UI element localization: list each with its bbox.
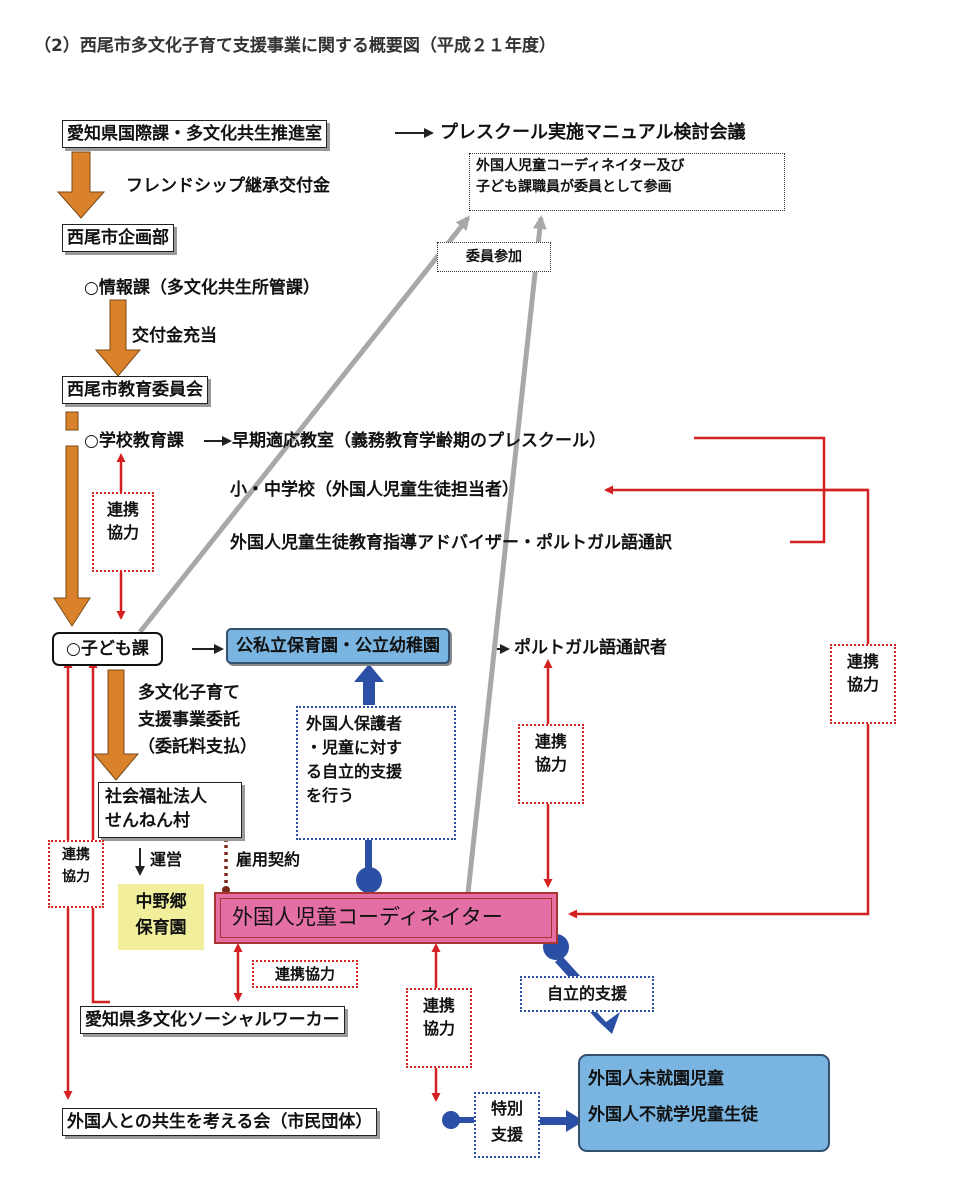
itaku-line-1: 多文化子育て	[138, 683, 240, 703]
kyoryoku-text: 協力	[534, 755, 567, 775]
node-hoikuen: 公私立保育園・公立幼稚園	[226, 628, 450, 665]
renkei-text: 連携	[422, 996, 455, 1015]
support-line-4: を行う	[306, 786, 355, 805]
node-gakko-kyoiku: ○学校教育課	[84, 431, 184, 451]
mishugaku-line-2: 外国人不就学児童生徒	[588, 1104, 758, 1125]
node-shochu: 小・中学校（外国人児童生徒担当者）	[230, 480, 519, 500]
kyoryoku-text: 協力	[106, 523, 139, 543]
renkei-text: 連携	[62, 847, 90, 863]
note-coordinator-members: 外国人児童コーディネイター及び 子ども課職員が委員として参画	[469, 153, 785, 211]
note-line-1: 外国人児童コーディネイター及び	[476, 158, 685, 174]
support-line-1: 外国人保護者	[306, 714, 403, 733]
node-friendship: フレンドシップ継承交付金	[126, 176, 330, 196]
shakai-line-1: 社会福祉法人	[105, 787, 207, 807]
tokubetsu-line-2: 支援	[490, 1124, 523, 1144]
node-nakanogo: 中野郷 保育園	[118, 884, 204, 950]
node-advisor: 外国人児童生徒教育指導アドバイザー・ポルトガル語通訳	[230, 533, 672, 553]
orange-arrow-kodomo-to-shakai	[92, 669, 140, 781]
label-koyo: 雇用契約	[236, 850, 301, 869]
itaku-line-2: 支援事業委託	[138, 710, 240, 731]
kyoryoku-text: 協力	[422, 1019, 455, 1039]
label-jiritsu: 自立的支援	[520, 976, 654, 1012]
nakanogo-line-1: 中野郷	[135, 892, 187, 912]
node-preschool-manual: プレスクール実施マニュアル検討会議	[440, 122, 746, 143]
diagram-title: （2）西尾市多文化子育て支援事業に関する概要図（平成２１年度）	[34, 36, 556, 56]
grey-arrow-coordinator-to-manual	[465, 215, 547, 894]
node-coordinator-frame: 外国人児童コーディネイター	[214, 892, 558, 944]
tokubetsu-line-1: 特別	[490, 1099, 523, 1118]
label-hogosha-support: 外国人保護者 ・児童に対す る自立的支援 を行う	[296, 706, 456, 840]
label-iin-sanka: 委員参加	[437, 242, 551, 272]
label-unei: 運営	[150, 850, 183, 869]
label-renkei-socialworker: 連携協力	[252, 960, 358, 988]
node-shimin-dantai: 外国人との共生を考える会（市民団体）	[62, 1108, 378, 1137]
renkei-text: 連携	[534, 732, 567, 751]
node-coordinator: 外国人児童コーディネイター	[232, 905, 503, 929]
label-renkei-portuguese: 連携 協力	[518, 724, 584, 804]
kyoryoku-text: 協力	[62, 869, 90, 886]
blue-arrow-shimin-to-children	[442, 1110, 584, 1132]
orange-arrow-aichi-to-kikaku	[56, 151, 106, 219]
blue-arrow-coordinator-to-hoikuen	[354, 664, 384, 893]
label-renkei-kodomo-shimin: 連携 協力	[48, 840, 104, 908]
mishugaku-line-1: 外国人未就園児童	[588, 1069, 724, 1089]
itaku-line-3: （委託料支払）	[138, 737, 257, 758]
node-joho: ○情報課（多文化共生所管課）	[84, 278, 320, 298]
node-aichi-kokusai: 愛知県国際課・多文化共生推進室	[62, 120, 327, 149]
red-bracket-schools-to-coordinator	[568, 436, 870, 919]
kyoryoku-text: 協力	[846, 675, 879, 695]
node-portuguese: ポルトガル語通訳者	[514, 638, 667, 658]
label-koufukin: 交付金充当	[132, 326, 217, 346]
grey-arrow-kodomo-to-manual	[138, 215, 470, 634]
support-line-3: る自立的支援	[306, 762, 403, 781]
label-tokubetsu: 特別 支援	[474, 1092, 540, 1158]
orange-arrow-joho-to-kyoiku	[94, 299, 142, 377]
support-line-2: ・児童に対す	[306, 738, 403, 757]
node-kodomo: ○子ども課	[52, 632, 163, 667]
renkei-text: 連携	[846, 652, 879, 671]
orange-arrow-kyoiku-to-kodomo	[53, 411, 91, 627]
node-kikaku: 西尾市企画部	[62, 224, 174, 253]
node-soki-tekio: 早期適応教室（義務教育学齢期のプレスクール）	[232, 431, 606, 451]
red-arrow-kodomo-socialworker	[88, 659, 110, 1004]
node-mishugaku: 外国人未就園児童 外国人不就学児童生徒	[578, 1054, 830, 1152]
nakanogo-line-2: 保育園	[135, 917, 187, 938]
note-line-2: 子ども課職員が委員として参画	[476, 179, 672, 195]
shakai-line-2: せんねん村	[105, 810, 190, 831]
label-renkei-gakko-kodomo: 連携 協力	[92, 492, 154, 572]
node-shakai-fukushi: 社会福祉法人 せんねん村	[98, 782, 242, 838]
label-renkei-schools: 連携 協力	[830, 644, 896, 724]
renkei-text: 連携	[106, 500, 139, 519]
label-renkei-shimin: 連携 協力	[406, 988, 472, 1068]
label-itaku: 多文化子育て 支援事業委託 （委託料支払）	[138, 680, 257, 762]
node-kyoiku-iinkai: 西尾市教育委員会	[62, 376, 208, 405]
node-social-worker: 愛知県多文化ソーシャルワーカー	[80, 1006, 345, 1035]
